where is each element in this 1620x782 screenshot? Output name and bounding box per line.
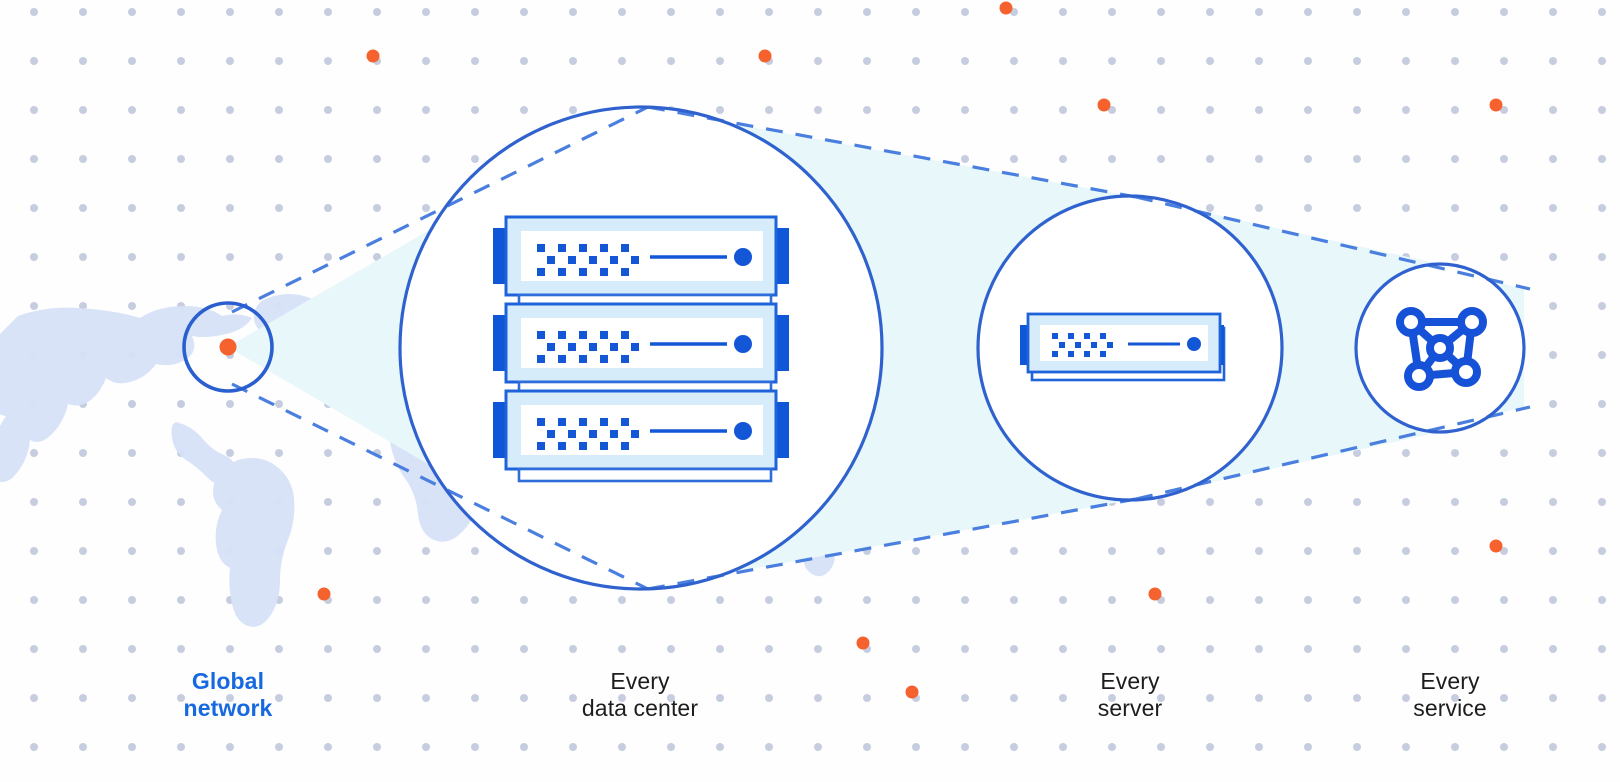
vent-dots-single [1052, 333, 1113, 357]
orange-grid-dots [317, 1, 1503, 699]
label-every-data-center-line1: Every [610, 668, 670, 694]
label-global-network-line1: Global [191, 668, 265, 694]
server-unit-3 [493, 389, 789, 471]
label-every-service-line1: Every [1420, 668, 1480, 694]
circle-outlines [182, 105, 1526, 591]
rack-rail-3 [517, 467, 773, 483]
label-every-server: Every server [1030, 668, 1230, 722]
vent-dots-3 [537, 418, 639, 450]
label-every-data-center-line2: data center [581, 695, 699, 721]
server-unit-2 [493, 302, 789, 384]
vent-dots-2 [537, 331, 639, 363]
mesh-nodes [1396, 307, 1487, 391]
label-global-network: Global network [128, 668, 328, 722]
vent-dots-1 [537, 244, 639, 276]
label-every-server-line2: server [1097, 695, 1163, 721]
single-server-group [1020, 312, 1226, 382]
label-every-service: Every service [1350, 668, 1550, 722]
server-unit-1 [493, 215, 789, 297]
server-rack-group [493, 215, 789, 483]
label-global-network-line2: network [183, 695, 273, 721]
map-location-dot-icon [219, 338, 237, 356]
label-every-data-center: Every data center [540, 668, 740, 722]
label-every-server-line1: Every [1100, 668, 1160, 694]
label-every-service-line2: service [1413, 695, 1487, 721]
